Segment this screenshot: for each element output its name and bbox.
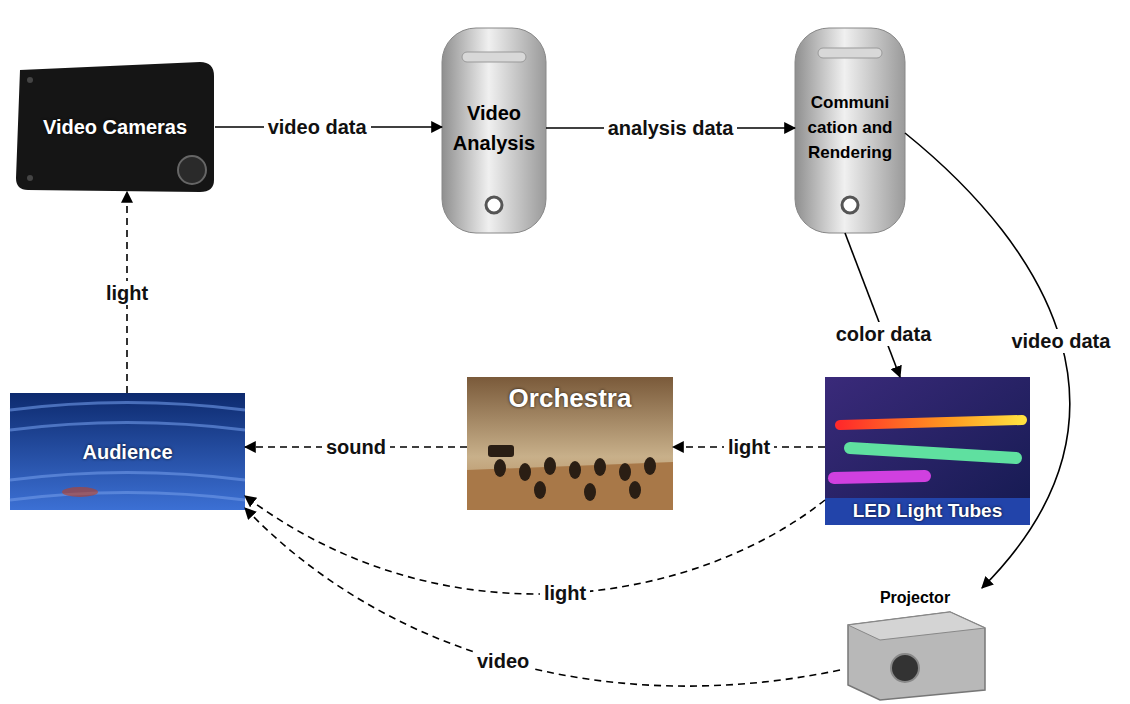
orchestra-picture	[644, 457, 656, 475]
edge-label: video	[473, 649, 533, 673]
computer-box: Communi cation and Rendering	[795, 28, 905, 233]
orchestra-picture	[629, 481, 641, 499]
audience-picture	[10, 403, 245, 501]
computer-box: Video Analysis	[442, 28, 546, 233]
audience-picture	[10, 393, 245, 510]
data-arrow	[845, 233, 900, 377]
node-label: Video Analysis	[446, 98, 542, 158]
node-label: Orchestra	[509, 383, 632, 413]
edge-label: light	[724, 435, 774, 459]
camera-picture	[178, 156, 206, 184]
audience-picture	[10, 393, 245, 510]
orchestra-picture	[534, 481, 546, 499]
computer-tower	[442, 28, 546, 233]
projector-picture	[848, 612, 985, 640]
projector-picture	[891, 654, 919, 682]
orchestra-picture	[488, 445, 514, 457]
dashed-arrow	[245, 496, 825, 594]
orchestra-picture	[467, 377, 673, 510]
orchestra-picture	[569, 461, 581, 479]
edge-label: video data	[264, 115, 371, 139]
orchestra-picture	[488, 445, 656, 501]
edge-label: light	[540, 581, 590, 605]
computer-tower	[462, 52, 526, 62]
orchestra-box: Orchestra	[467, 377, 673, 510]
orchestra-picture	[594, 458, 606, 476]
led-tubes-picture	[825, 377, 1030, 525]
edge-label: analysis data	[604, 116, 738, 140]
orchestra-picture	[544, 457, 556, 475]
projector-picture	[848, 612, 985, 700]
led-tubes-picture	[825, 498, 1030, 525]
led-tubes-picture	[834, 476, 925, 478]
orchestra-picture	[519, 463, 531, 481]
node-label: Projector	[880, 588, 950, 608]
edge-label: video data	[1007, 329, 1114, 353]
edge-label: sound	[322, 435, 390, 459]
camera-picture	[27, 77, 33, 83]
orchestra-picture	[467, 377, 673, 510]
led-tubes-picture	[840, 420, 1022, 425]
node-label: Video Cameras	[43, 115, 187, 139]
audience-box: Audience	[10, 393, 245, 510]
camera-picture	[16, 62, 214, 192]
camera-picture	[16, 62, 214, 192]
edge-label: color data	[832, 322, 936, 346]
orchestra-picture	[494, 459, 506, 477]
orchestra-picture	[584, 483, 596, 501]
node-label: LED Light Tubes	[853, 499, 1003, 522]
orchestra-picture	[619, 463, 631, 481]
computer-tower	[842, 197, 858, 213]
led-tubes-picture	[850, 448, 1016, 458]
projector-picture	[848, 612, 985, 700]
dashed-arrow	[245, 508, 840, 686]
audience-picture	[62, 487, 98, 497]
edge-label: light	[102, 281, 152, 305]
led-box: LED Light Tubes	[825, 377, 1030, 525]
node-label: Audience	[82, 440, 172, 464]
computer-tower	[442, 28, 546, 233]
projector-box: Projector	[840, 588, 990, 700]
computer-tower	[486, 197, 502, 213]
led-tubes-picture	[825, 377, 1030, 525]
computer-tower	[818, 48, 882, 58]
computer-tower	[795, 28, 905, 233]
computer-tower	[795, 28, 905, 233]
camera-picture	[27, 175, 33, 181]
node-label: Communi cation and Rendering	[802, 90, 898, 165]
camera-box: Video Cameras	[15, 62, 215, 192]
